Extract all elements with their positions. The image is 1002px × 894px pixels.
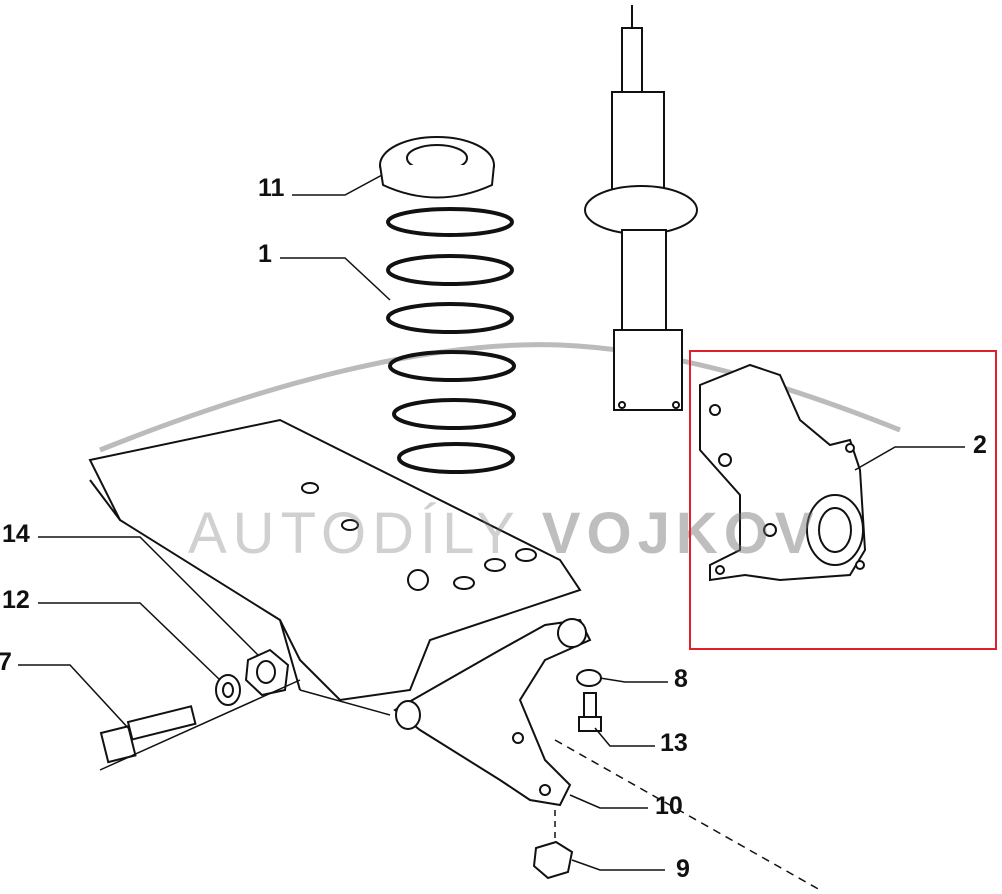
label-part-11: 11 (258, 174, 285, 202)
watermark-bold-text: VOJKOV (541, 501, 820, 566)
label-part-12: 12 (2, 586, 30, 614)
steering-knuckle (699, 363, 867, 582)
washer-12 (215, 674, 241, 706)
bolt-13 (578, 692, 602, 732)
watermark-light-text: AUTODÍLY (188, 501, 520, 566)
shock-absorber (584, 5, 698, 411)
label-part-8: 8 (674, 665, 688, 693)
label-part-7: 7 (0, 648, 12, 676)
spring-seat (379, 136, 495, 199)
label-part-1: 1 (258, 240, 272, 268)
watermark: AUTODÍLY VOJKOV (188, 500, 820, 567)
subframe (88, 418, 582, 702)
highlight-box-part-2 (689, 350, 997, 650)
control-arm (393, 618, 592, 807)
label-part-9: 9 (676, 855, 690, 883)
nut-14-hole (256, 660, 276, 684)
label-part-13: 13 (660, 729, 688, 757)
bolt-7 (99, 705, 197, 764)
leader-lines (18, 174, 965, 891)
label-part-2: 2 (973, 431, 987, 459)
label-part-14: 14 (2, 520, 30, 548)
coil-spring (386, 207, 516, 474)
car-outline-watermark (99, 342, 901, 453)
label-part-10: 10 (655, 792, 683, 820)
nut-9 (532, 840, 574, 880)
washer-12-hole (222, 682, 234, 698)
washer-8 (576, 669, 602, 687)
nut-14 (244, 648, 290, 697)
